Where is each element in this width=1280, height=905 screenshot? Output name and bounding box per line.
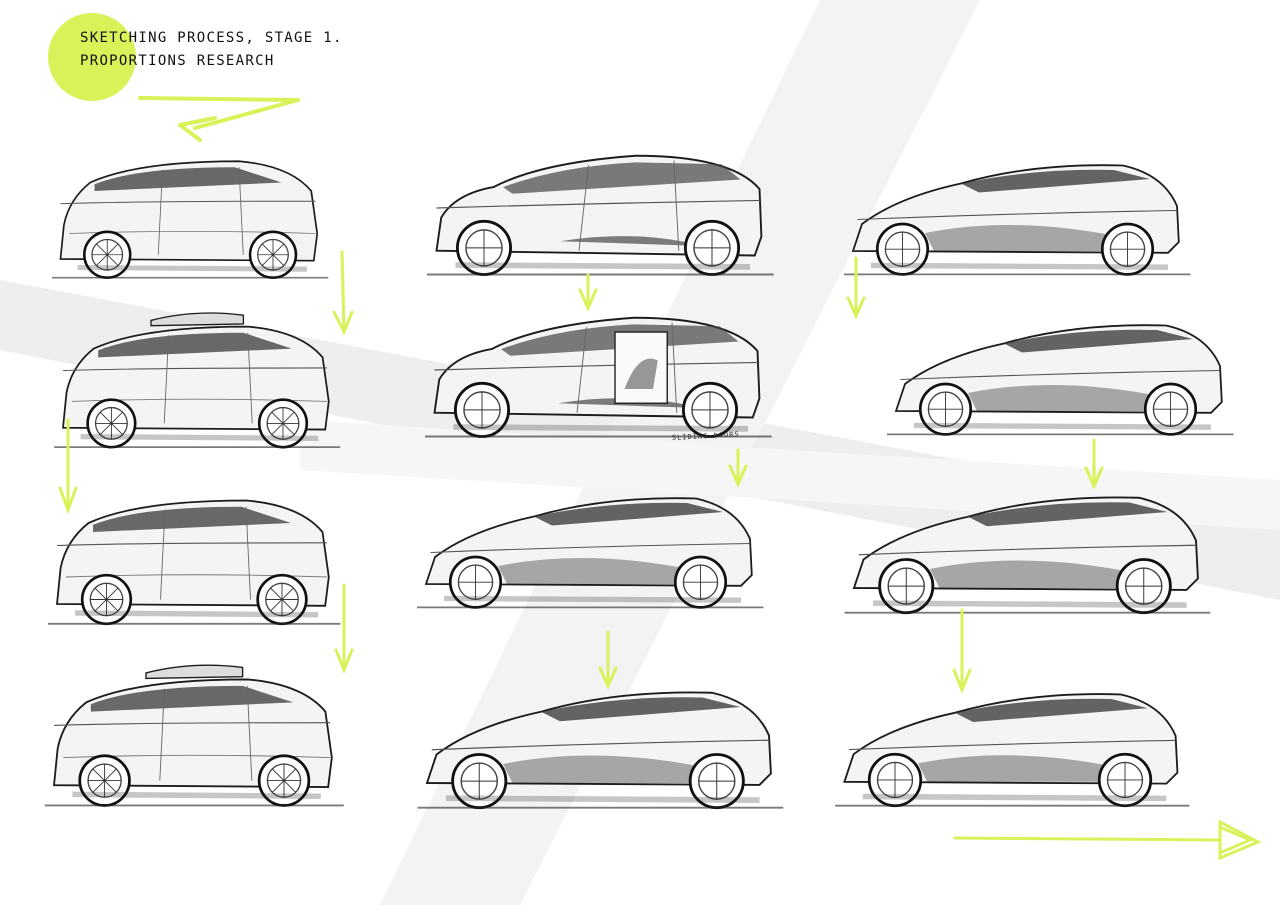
arrow-down-icon	[598, 630, 618, 690]
column-1-sketch-1	[52, 161, 328, 277]
sliding-doors-note: SLIDING DOORS	[672, 430, 740, 442]
column-2-sketch-1	[427, 156, 774, 275]
title-line-1: SKETCHING PROCESS, STAGE 1.	[80, 30, 343, 46]
column-3-sketch-2	[887, 325, 1234, 434]
title-line-2: PROPORTIONS RESEARCH	[80, 53, 275, 69]
arrow-down-icon	[728, 448, 748, 488]
arrow-down-icon	[1084, 438, 1104, 490]
column-2-sketch-2	[425, 318, 772, 437]
column-1-sketch-4	[45, 664, 344, 805]
arrow-down-icon	[846, 256, 866, 320]
arrow-down-icon	[58, 418, 78, 515]
title-arrow-icon	[138, 96, 300, 142]
column-1-sketch-3	[48, 501, 341, 624]
arrow-down-icon	[578, 273, 598, 312]
column-2-sketch-4	[418, 692, 784, 807]
title-accent-circle	[48, 13, 136, 101]
column-3-sketch-4	[835, 694, 1189, 806]
arrow-down-icon	[952, 608, 972, 695]
arrow-down-icon	[332, 250, 354, 336]
process-arrows	[58, 250, 1262, 861]
column-3-sketch-1	[844, 165, 1191, 274]
arrow-right-icon	[953, 819, 1262, 861]
arrow-down-icon	[334, 583, 354, 675]
